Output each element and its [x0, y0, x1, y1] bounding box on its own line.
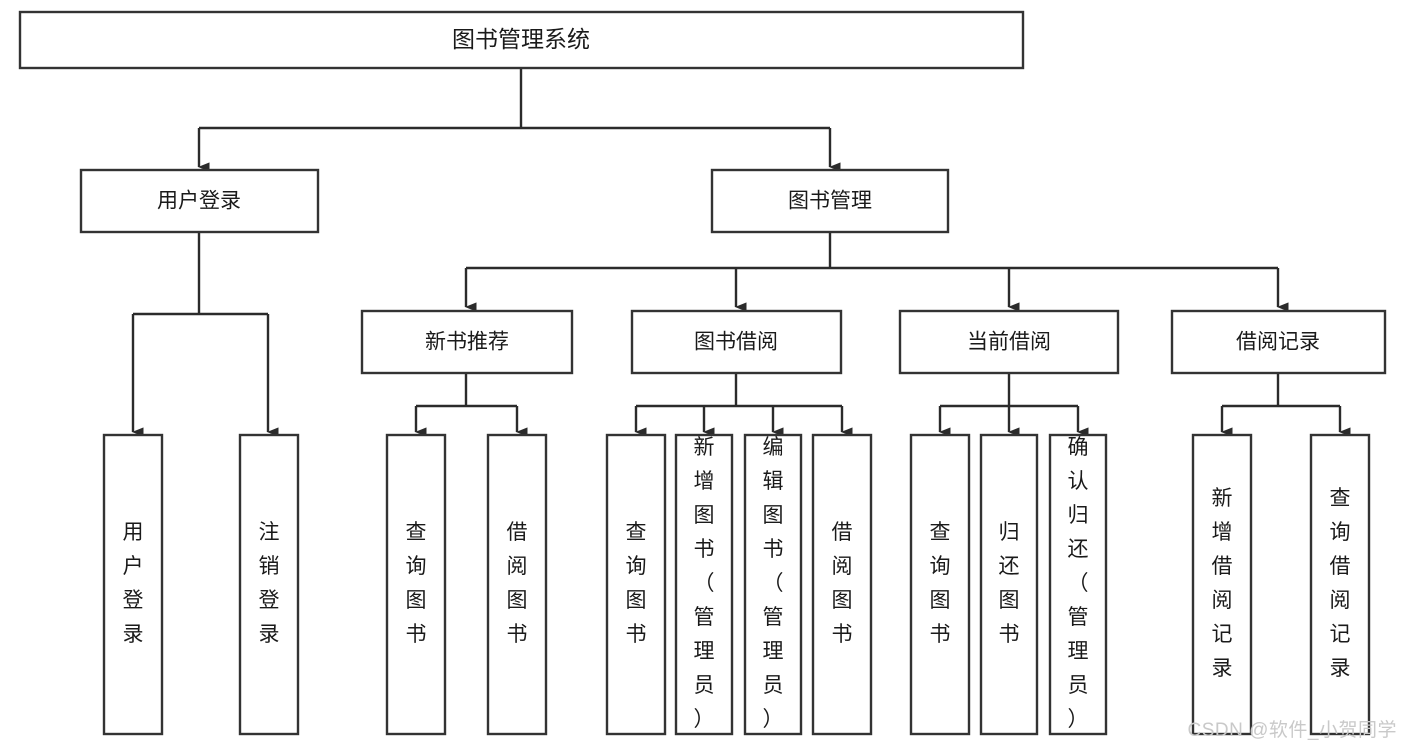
node-leaf-add-book-label: 新增图书（管理员）	[694, 436, 715, 731]
node-leaf-query-book-1-label: 查询图书	[406, 521, 427, 646]
node-leaf-query-book-1[interactable]: 查询图书	[385, 433, 447, 736]
node-user-login-box[interactable]	[79, 168, 320, 234]
node-borrow-record[interactable]: 借阅记录	[1170, 309, 1387, 375]
node-new-book-recommend[interactable]: 新书推荐	[360, 309, 574, 375]
node-leaf-add-record-box[interactable]	[1191, 433, 1253, 736]
node-leaf-return-book-box[interactable]	[979, 433, 1039, 736]
node-leaf-query-book-1-box[interactable]	[385, 433, 447, 736]
connector-group-root	[197, 68, 841, 172]
node-user-login-label: 用户登录	[157, 190, 241, 213]
node-book-borrow[interactable]: 图书借阅	[630, 309, 843, 375]
node-book-borrow-box[interactable]	[630, 309, 843, 375]
node-leaf-borrow-book-2-box[interactable]	[811, 433, 873, 736]
node-leaf-user-login[interactable]: 用户登录	[102, 433, 164, 736]
connector-group-current-borrow	[938, 373, 1089, 437]
node-leaf-logout-label: 注销登录	[259, 521, 280, 646]
node-root-label: 图书管理系统	[452, 26, 590, 52]
node-leaf-query-book-3-label: 查询图书	[930, 521, 951, 646]
connector-group-new-book-recommend	[414, 373, 528, 437]
node-leaf-edit-book[interactable]: 编辑图书（管理员）	[743, 433, 803, 736]
node-leaf-confirm-return-label: 确认归还（管理员）	[1068, 436, 1089, 731]
node-leaf-borrow-book-2-label: 借阅图书	[832, 521, 853, 646]
node-book-manage[interactable]: 图书管理	[710, 168, 950, 234]
node-leaf-logout[interactable]: 注销登录	[238, 433, 300, 736]
node-leaf-borrow-book-1-label: 借阅图书	[507, 521, 528, 646]
node-leaf-user-login-label: 用户登录	[123, 521, 144, 646]
node-leaf-add-book-box[interactable]	[674, 433, 734, 736]
node-root[interactable]: 图书管理系统	[18, 10, 1025, 70]
node-leaf-return-book[interactable]: 归还图书	[979, 433, 1039, 736]
node-leaf-confirm-return[interactable]: 确认归还（管理员）	[1048, 433, 1108, 736]
node-borrow-record-label: 借阅记录	[1236, 331, 1320, 354]
node-leaf-borrow-book-1[interactable]: 借阅图书	[486, 433, 548, 736]
node-leaf-query-book-2-label: 查询图书	[626, 521, 647, 646]
node-leaf-query-book-2-box[interactable]	[605, 433, 667, 736]
node-leaf-add-record-label: 新增借阅记录	[1212, 487, 1233, 680]
node-current-borrow-box[interactable]	[898, 309, 1120, 375]
node-current-borrow[interactable]: 当前借阅	[898, 309, 1120, 375]
node-leaf-add-record[interactable]: 新增借阅记录	[1191, 433, 1253, 736]
node-leaf-query-book-2[interactable]: 查询图书	[605, 433, 667, 736]
node-leaf-user-login-box[interactable]	[102, 433, 164, 736]
connector-group-user-login	[131, 233, 279, 437]
node-leaf-edit-book-label: 编辑图书（管理员）	[763, 436, 784, 731]
node-leaf-confirm-return-box[interactable]	[1048, 433, 1108, 736]
node-borrow-record-box[interactable]	[1170, 309, 1387, 375]
node-leaf-add-book[interactable]: 新增图书（管理员）	[674, 433, 734, 736]
node-leaf-query-book-3-box[interactable]	[909, 433, 971, 736]
node-new-book-recommend-box[interactable]	[360, 309, 574, 375]
node-user-login[interactable]: 用户登录	[79, 168, 320, 234]
node-leaf-logout-box[interactable]	[238, 433, 300, 736]
connector-group-borrow-record	[1220, 373, 1351, 437]
node-leaf-query-record[interactable]: 查询借阅记录	[1309, 433, 1371, 736]
node-leaf-query-record-box[interactable]	[1309, 433, 1371, 736]
node-root-box[interactable]	[18, 10, 1025, 70]
node-leaf-return-book-label: 归还图书	[999, 521, 1020, 646]
connector-group-book-manage	[464, 233, 1289, 312]
node-book-borrow-label: 图书借阅	[694, 331, 778, 354]
node-leaf-borrow-book-1-box[interactable]	[486, 433, 548, 736]
node-leaf-query-book-3[interactable]: 查询图书	[909, 433, 971, 736]
node-leaf-borrow-book-2[interactable]: 借阅图书	[811, 433, 873, 736]
node-leaf-query-record-label: 查询借阅记录	[1330, 487, 1351, 680]
node-new-book-recommend-label: 新书推荐	[425, 331, 509, 354]
connector-group-book-borrow	[634, 373, 853, 437]
node-book-manage-box[interactable]	[710, 168, 950, 234]
node-book-manage-label: 图书管理	[788, 190, 872, 213]
node-leaf-edit-book-box[interactable]	[743, 433, 803, 736]
node-current-borrow-label: 当前借阅	[967, 331, 1051, 354]
